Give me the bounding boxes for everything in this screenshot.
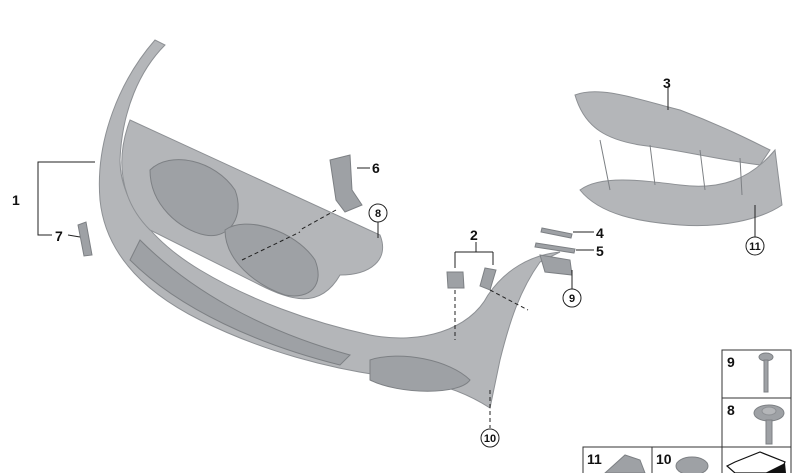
trim-strip-part-5[interactable]	[534, 242, 576, 254]
legend-box-8: 8	[721, 397, 792, 448]
bumper-carrier-part[interactable]	[574, 91, 783, 227]
svg-text:11: 11	[587, 451, 602, 467]
callout-5: 5	[596, 243, 604, 259]
legend-box-11: 11	[582, 446, 653, 473]
left-kidney-opening	[149, 159, 239, 237]
callout-11: 11	[745, 236, 765, 256]
svg-text:9: 9	[727, 354, 735, 370]
nut-icon	[675, 456, 709, 473]
bracket-part-6[interactable]	[329, 154, 363, 213]
svg-text:10: 10	[484, 433, 496, 445]
svg-text:11: 11	[749, 241, 761, 253]
right-kidney-opening	[224, 223, 319, 297]
callout-2: 2	[470, 227, 478, 243]
clip-icon	[604, 454, 646, 473]
callout-3: 3	[663, 75, 671, 91]
callout-7: 7	[55, 228, 63, 244]
svg-text:10: 10	[656, 451, 672, 467]
fog-light-opening	[369, 355, 471, 392]
callout-6: 6	[372, 160, 380, 176]
arrow-icon	[725, 451, 786, 473]
screw-icon	[758, 352, 774, 393]
trim-part-7[interactable]	[77, 221, 93, 257]
trim-strip-part-4[interactable]	[540, 227, 573, 239]
legend-box-9: 9	[721, 349, 792, 399]
front-bumper-part[interactable]	[98, 39, 561, 409]
callout-1: 1	[12, 192, 20, 208]
svg-text:8: 8	[375, 208, 381, 220]
callout-4: 4	[596, 225, 604, 241]
bracket-part-9[interactable]	[539, 254, 573, 276]
leader-lines	[37, 88, 756, 428]
callout-9: 9	[562, 288, 582, 308]
callout-10: 10	[480, 428, 500, 448]
legend-box-10: 10	[651, 446, 723, 473]
clip-part-2a[interactable]	[446, 271, 465, 289]
collar-screw-icon	[753, 404, 785, 445]
svg-text:8: 8	[727, 402, 735, 418]
legend-box-arrow	[721, 446, 792, 473]
svg-text:9: 9	[569, 293, 575, 305]
callout-8: 8	[368, 203, 388, 223]
